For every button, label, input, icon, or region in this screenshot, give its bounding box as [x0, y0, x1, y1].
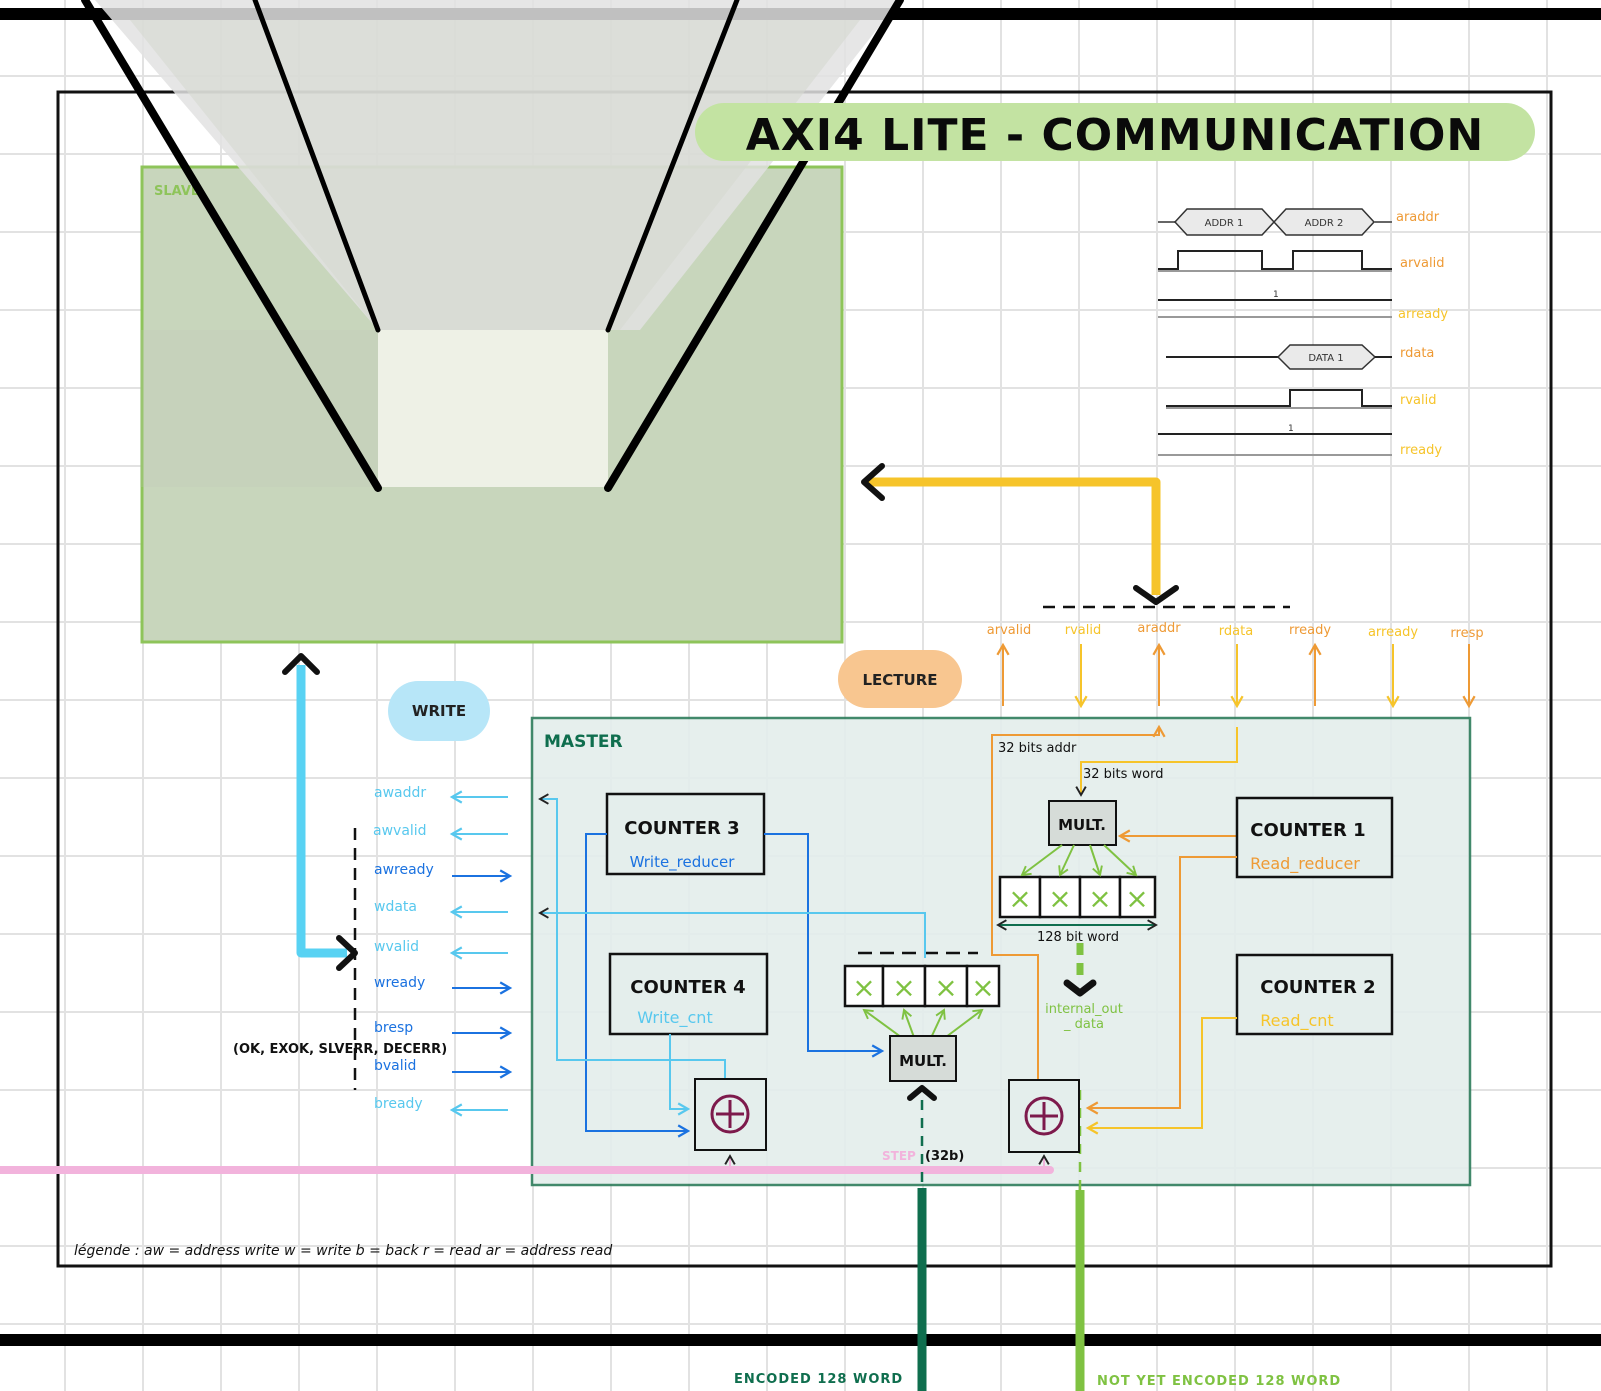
read-bus-arrow: [866, 477, 1161, 595]
svg-text:×: ×: [892, 971, 915, 1004]
write-bus-arrow: [296, 665, 347, 958]
write-signal-wready: wready: [374, 975, 425, 991]
counter3-sub: Write_reducer: [630, 853, 736, 872]
rvalid-wave: [1166, 389, 1392, 407]
zoom-frustum: [81, 0, 904, 492]
one-b-label: 1: [1288, 424, 1294, 434]
read-signal-3: rdata: [1219, 624, 1253, 639]
read-signal-1: rvalid: [1065, 623, 1101, 638]
counter1-sub: Read_reducer: [1250, 854, 1360, 874]
mult2-block: [889, 1035, 957, 1082]
legend: légende : aw = address write w = write b…: [74, 1243, 612, 1259]
bottom-rule: [0, 1334, 1601, 1346]
adder-read-icon: [1024, 1096, 1064, 1136]
not-encoded-caption: NOT YET ENCODED 128 WORD: [1097, 1374, 1341, 1389]
write-pill-label: WRITE: [412, 702, 466, 720]
slave-label: SLAVE: [154, 184, 200, 199]
counter4-block: [608, 952, 769, 1036]
timing-diagram: ADDR 1 ADDR 2 araddr arvalid 1 arready D…: [1158, 208, 1448, 458]
write-signal-awvalid: awvalid: [373, 823, 427, 839]
word128-note: 128 bit word: [1037, 930, 1119, 945]
arvalid-wave: [1158, 250, 1392, 270]
write-signal-awready: awready: [374, 862, 434, 878]
one-a-label: 1: [1273, 290, 1279, 300]
read-signals: arvalid rvalid araddr rdata rready arrea…: [987, 621, 1484, 709]
sig-arready-label: arready: [1398, 307, 1448, 322]
mult-label: MULT.: [1058, 816, 1106, 834]
read-signal-2: araddr: [1137, 621, 1181, 636]
write-signal-wvalid: wvalid: [374, 939, 419, 955]
svg-text:×: ×: [1088, 882, 1111, 915]
counter4-to-adder: [669, 1034, 691, 1116]
master-panel: [530, 716, 1472, 1187]
svg-text:×: ×: [852, 971, 875, 1004]
counter4-sub: Write_cnt: [637, 1008, 712, 1028]
write-signal-bresp: bresp: [374, 1020, 413, 1036]
write-pill: [388, 681, 490, 741]
addr2-label: ADDR 2: [1305, 218, 1344, 229]
master-label: MASTER: [544, 732, 623, 752]
read-signal-6: rresp: [1450, 626, 1483, 641]
sig-arvalid-label: arvalid: [1400, 256, 1444, 271]
write-signal-bvalid: bvalid: [374, 1058, 416, 1074]
sig-rdata-label: rdata: [1400, 346, 1434, 361]
write-register: × × × ×: [843, 951, 1001, 1041]
counter2-block: [1235, 953, 1394, 1036]
svg-text:×: ×: [1048, 882, 1071, 915]
counter2-sub: Read_cnt: [1260, 1011, 1333, 1031]
read-pill-label: LECTURE: [862, 671, 937, 689]
title-pill: [695, 103, 1535, 161]
addr1-label: ADDR 1: [1205, 218, 1244, 229]
encoded-caption: ENCODED 128 WORD: [734, 1372, 903, 1387]
read-bus-arrowhead-left: [861, 463, 885, 501]
svg-text:×: ×: [1008, 882, 1031, 915]
resp-note: (OK, EXOK, SLVERR, DECERR): [233, 1042, 447, 1057]
addr-note: 32 bits addr: [998, 741, 1077, 756]
read-signal-5: arready: [1368, 625, 1418, 640]
counter1-to-adder: [1085, 856, 1237, 1115]
sig-araddr-label: araddr: [1396, 210, 1440, 225]
addr-wire: [991, 724, 1166, 1080]
internal-note-2: _ data: [1063, 1017, 1104, 1032]
word-note: 32 bits word: [1083, 767, 1164, 782]
counter1-title: COUNTER 1: [1250, 820, 1365, 841]
awaddr-wire: [538, 793, 726, 1078]
internal-arrowhead: [1063, 979, 1097, 997]
mult-block: [1048, 800, 1117, 846]
counter3-to-adder: [585, 833, 691, 1138]
read-pill: [838, 650, 962, 708]
write-signals: awaddr awvalid awready wdata wvalid wrea…: [373, 785, 513, 1117]
read-signal-0: arvalid: [987, 623, 1031, 638]
read-bus-arrowhead-down: [1133, 585, 1179, 605]
page-title: AXI4 LITE - COMMUNICATION: [746, 110, 1484, 161]
word128-register: × × × ×: [996, 844, 1158, 931]
counter4-title: COUNTER 4: [630, 977, 745, 998]
word-wire: [1075, 727, 1238, 797]
svg-text:×: ×: [934, 971, 957, 1004]
counter3-title: COUNTER 3: [624, 818, 739, 839]
write-signal-bready: bready: [374, 1096, 423, 1112]
step-label: STEP: [882, 1149, 916, 1163]
adder-write-icon: [710, 1094, 750, 1134]
counter3-to-mult: [764, 833, 885, 1058]
step-width: (32b): [925, 1149, 964, 1164]
svg-text:×: ×: [1125, 882, 1148, 915]
internal-note-1: internal_out: [1045, 1002, 1123, 1017]
svg-text:×: ×: [971, 971, 994, 1004]
counter1-block: [1235, 796, 1394, 879]
wdata-wire: [538, 907, 926, 958]
sig-rvalid-label: rvalid: [1400, 393, 1436, 408]
write-signal-awaddr: awaddr: [374, 785, 426, 801]
sig-rready-label: rready: [1400, 443, 1442, 458]
mult2-label: MULT.: [899, 1052, 947, 1070]
data1-label: DATA 1: [1308, 353, 1343, 364]
counter2-title: COUNTER 2: [1260, 977, 1375, 998]
mult2-up-arrowhead: [907, 1085, 937, 1101]
counter2-to-adder: [1085, 1017, 1237, 1135]
read-signal-4: rready: [1289, 623, 1331, 638]
write-bus-arrowhead-up: [282, 653, 320, 675]
write-signal-wdata: wdata: [374, 899, 417, 915]
